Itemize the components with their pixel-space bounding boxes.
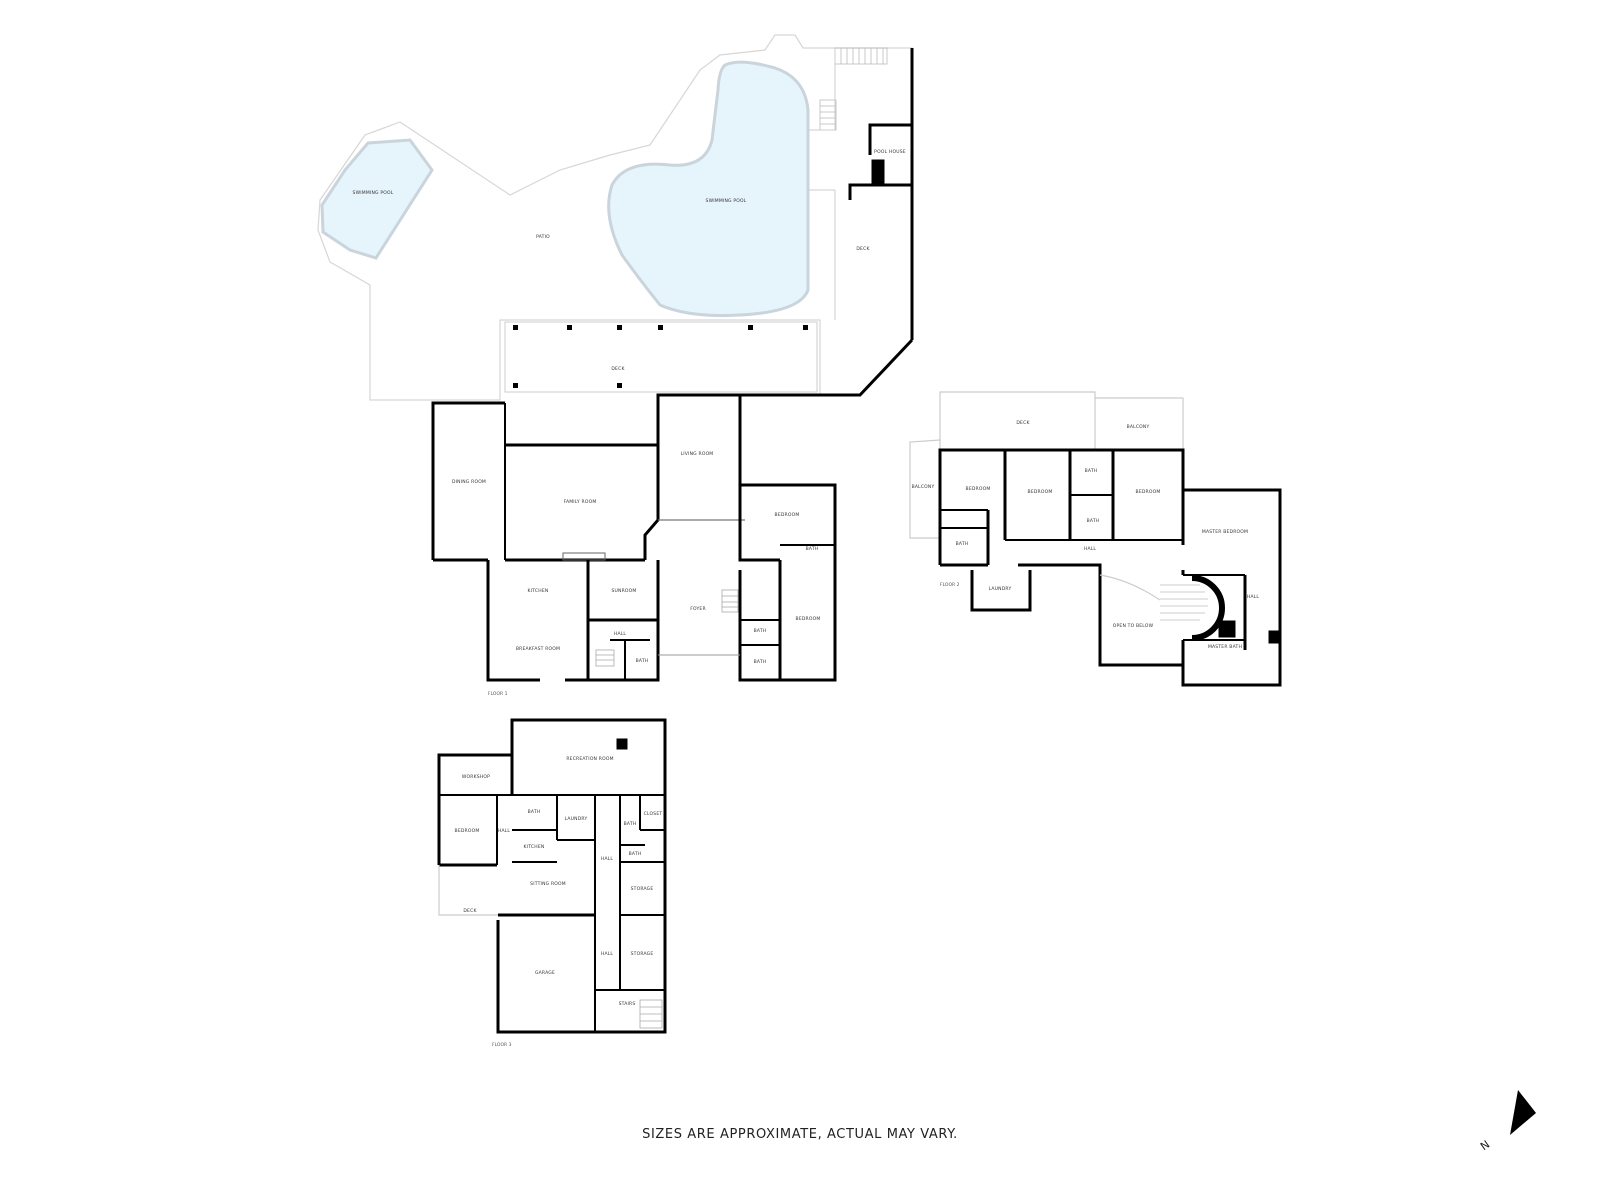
floor-3-labels: RECREATION ROOM WORKSHOP BEDROOM HALL BA…	[455, 756, 663, 1048]
disclaimer-text: SIZES ARE APPROXIMATE, ACTUAL MAY VARY.	[642, 1127, 958, 1142]
label-f2-balcony-top: BALCONY	[1127, 424, 1150, 430]
label-storage-a: STORAGE	[631, 886, 654, 892]
label-f2-bath-top: BATH	[1085, 468, 1098, 474]
label-sitting-room: SITTING ROOM	[530, 881, 566, 887]
label-f3-bedroom: BEDROOM	[455, 828, 480, 834]
north-arrow-icon	[1510, 1090, 1536, 1135]
label-open-to-below: OPEN TO BELOW	[1113, 623, 1154, 629]
label-deck: DECK	[856, 246, 870, 252]
label-f2-bath-mid: BATH	[1087, 518, 1100, 524]
label-f3-bath-c: BATH	[629, 851, 642, 857]
label-f3-deck: DECK	[463, 908, 477, 914]
label-f3-kitchen: KITCHEN	[524, 844, 545, 850]
label-f2-bedroom-1: BEDROOM	[966, 486, 991, 492]
outdoor-area: SWIMMING POOL SWIMMING POOL PATIO POOL H…	[317, 34, 914, 401]
label-patio: PATIO	[536, 234, 550, 240]
floor-3-plan	[437, 718, 667, 1034]
label-dining-room: DINING ROOM	[452, 479, 486, 485]
label-f3-bath: BATH	[528, 809, 541, 815]
label-small-pool: SWIMMING POOL	[353, 190, 394, 196]
label-foyer: FOYER	[690, 606, 706, 612]
floor-1-plan	[431, 393, 837, 682]
label-sunroom: SUNROOM	[611, 588, 636, 594]
label-large-pool: SWIMMING POOL	[706, 198, 747, 204]
label-f3-bath-b: BATH	[624, 821, 637, 827]
label-recreation-room: RECREATION ROOM	[566, 756, 613, 762]
label-bedroom-b: BEDROOM	[796, 616, 821, 622]
label-f2-balcony-side: BALCONY	[912, 484, 935, 490]
label-living-room: LIVING ROOM	[681, 451, 714, 457]
floor-2-label: FLOOR 2	[940, 582, 960, 588]
label-f2-deck: DECK	[1016, 420, 1030, 426]
label-f2-bedroom-2: BEDROOM	[1028, 489, 1053, 495]
label-f2-hall-right: HALL	[1247, 594, 1260, 600]
label-master-bedroom: MASTER BEDROOM	[1202, 529, 1248, 535]
large-pool	[607, 60, 810, 318]
label-workshop: WORKSHOP	[462, 774, 490, 780]
label-garage: GARAGE	[535, 970, 555, 976]
floor-2-plan	[909, 391, 1282, 687]
floor-1-label: FLOOR 1	[488, 691, 508, 697]
small-pool	[320, 138, 434, 260]
label-bedroom-a: BEDROOM	[775, 512, 800, 518]
label-f3-closet: CLOSET	[644, 811, 663, 817]
label-kitchen: KITCHEN	[528, 588, 549, 594]
label-f2-laundry: LAUNDRY	[989, 586, 1012, 592]
label-hall: HALL	[614, 631, 627, 637]
floor-3-label: FLOOR 3	[492, 1042, 512, 1048]
label-f3-hall-a: HALL	[498, 828, 511, 834]
pool-house	[730, 48, 914, 397]
label-bath-b: BATH	[754, 628, 767, 634]
label-family-room: FAMILY ROOM	[564, 499, 597, 505]
label-bath-half: BATH	[636, 658, 649, 664]
label-f3-hall-c: HALL	[601, 951, 614, 957]
label-pool-house: POOL HOUSE	[874, 149, 906, 155]
label-covered-deck: DECK	[611, 366, 625, 372]
label-f2-bedroom-3: BEDROOM	[1136, 489, 1161, 495]
floor-2-labels: DECK BALCONY BALCONY BEDROOM BEDROOM BAT…	[912, 420, 1260, 650]
label-bath-a: BATH	[806, 546, 819, 552]
label-master-bath: MASTER BATH	[1208, 644, 1242, 650]
label-breakfast-room: BREAKFAST ROOM	[516, 646, 560, 652]
label-bath-c: BATH	[754, 659, 767, 665]
floor-1-labels: DINING ROOM FAMILY ROOM LIVING ROOM KITC…	[452, 451, 820, 697]
label-f3-hall-b: HALL	[601, 856, 614, 862]
label-storage-b: STORAGE	[631, 951, 654, 957]
label-f3-stairs: STAIRS	[619, 1001, 636, 1007]
label-f3-laundry: LAUNDRY	[565, 816, 588, 822]
label-f2-hall: HALL	[1084, 546, 1097, 552]
label-f2-bath-left: BATH	[956, 541, 969, 547]
